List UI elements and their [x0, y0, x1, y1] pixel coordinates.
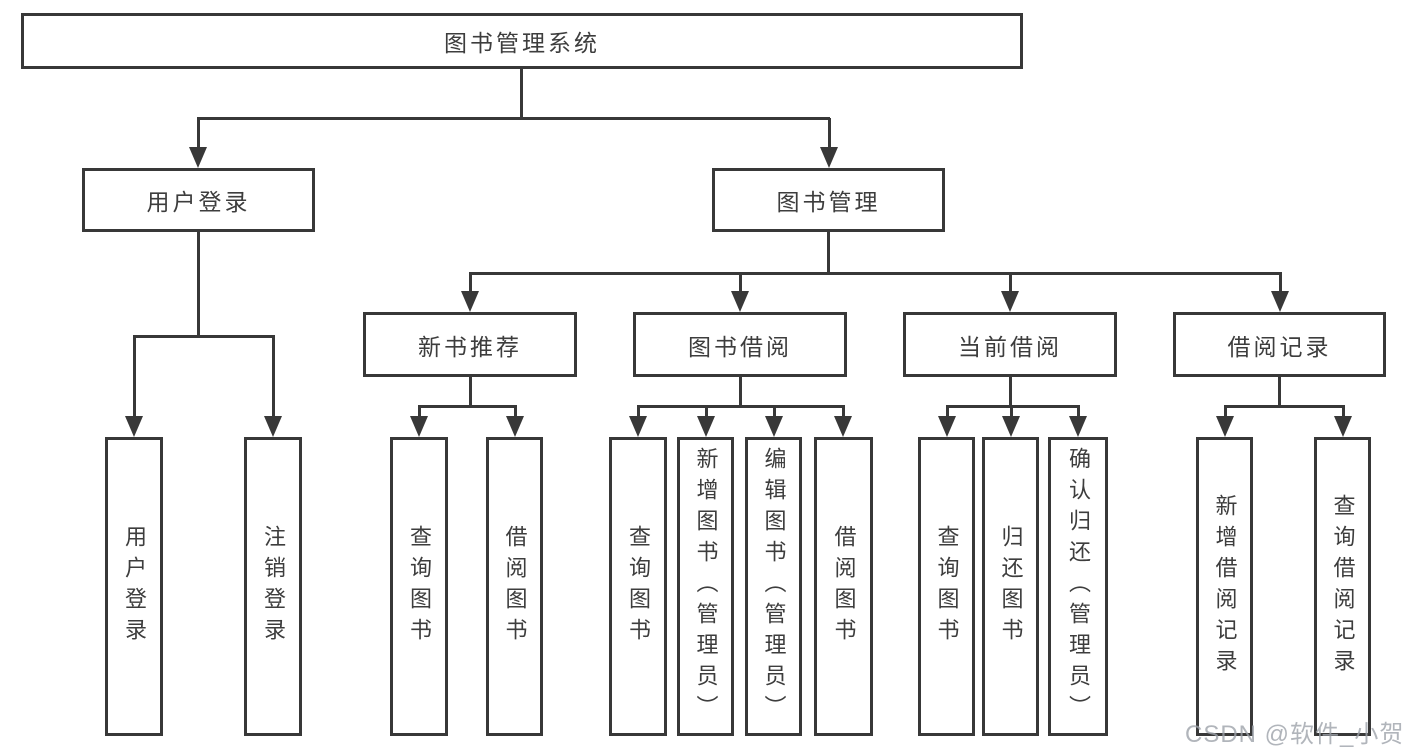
leaf-query-books-current: 查询图书: [918, 437, 975, 736]
arrow-down-icon: [938, 406, 956, 437]
arrow-down-icon: [1271, 273, 1289, 312]
node-book-management: 图书管理: [712, 168, 945, 232]
connector-current-bar: [946, 405, 1080, 408]
arrow-down-icon: [264, 336, 282, 437]
node-user-login: 用户登录: [82, 168, 315, 232]
leaf-user-login: 用户登录: [105, 437, 163, 736]
arrow-down-icon: [506, 406, 524, 437]
node-new-book-recommend: 新书推荐: [363, 312, 577, 377]
arrow-down-icon: [125, 336, 143, 437]
connector-user-login-bar: [133, 335, 275, 338]
connector-new-book-bar: [418, 405, 517, 408]
connector-borrowing-bar: [637, 405, 845, 408]
arrow-down-icon: [189, 118, 207, 168]
connector-user-login-stem: [197, 232, 200, 337]
arrow-down-icon: [1069, 406, 1087, 437]
leaf-borrow-books-borrowing: 借阅图书: [814, 437, 873, 736]
node-library-management-system: 图书管理系统: [21, 13, 1023, 69]
connector-new-book-stem: [469, 377, 472, 408]
arrow-down-icon: [765, 406, 783, 437]
leaf-add-book-admin: 新增图书（管理员）: [677, 437, 734, 736]
arrow-down-icon: [1002, 406, 1020, 437]
connector-records-stem: [1278, 377, 1281, 408]
leaf-confirm-return-admin: 确认归还（管理员）: [1048, 437, 1108, 736]
leaf-return-books: 归还图书: [982, 437, 1039, 736]
connector-book-mgmt-stem: [827, 232, 830, 275]
leaf-borrow-books-recommend: 借阅图书: [486, 437, 543, 736]
connector-borrowing-stem: [739, 377, 742, 408]
leaf-query-borrow-record: 查询借阅记录: [1314, 437, 1371, 736]
connector-book-mgmt-bar: [469, 272, 1282, 275]
leaf-logout: 注销登录: [244, 437, 302, 736]
leaf-edit-book-admin: 编辑图书（管理员）: [745, 437, 802, 736]
arrow-down-icon: [834, 406, 852, 437]
arrow-down-icon: [820, 118, 838, 168]
arrow-down-icon: [731, 273, 749, 312]
arrow-down-icon: [629, 406, 647, 437]
node-current-borrowing: 当前借阅: [903, 312, 1117, 377]
connector-root-stem: [520, 69, 523, 118]
arrow-down-icon: [1216, 406, 1234, 437]
arrow-down-icon: [1334, 406, 1352, 437]
leaf-query-books-borrowing: 查询图书: [609, 437, 667, 736]
node-borrowing-records: 借阅记录: [1173, 312, 1386, 377]
connector-records-bar: [1224, 405, 1345, 408]
arrow-down-icon: [410, 406, 428, 437]
arrow-down-icon: [697, 406, 715, 437]
leaf-add-borrow-record: 新增借阅记录: [1196, 437, 1253, 736]
leaf-query-books-recommend: 查询图书: [390, 437, 448, 736]
node-book-borrowing: 图书借阅: [633, 312, 847, 377]
connector-root-bar: [197, 117, 830, 120]
csdn-watermark: CSDN @软件_小贺同学: [1185, 721, 1405, 748]
arrow-down-icon: [461, 273, 479, 312]
arrow-down-icon: [1001, 273, 1019, 312]
connector-current-stem: [1009, 377, 1012, 408]
